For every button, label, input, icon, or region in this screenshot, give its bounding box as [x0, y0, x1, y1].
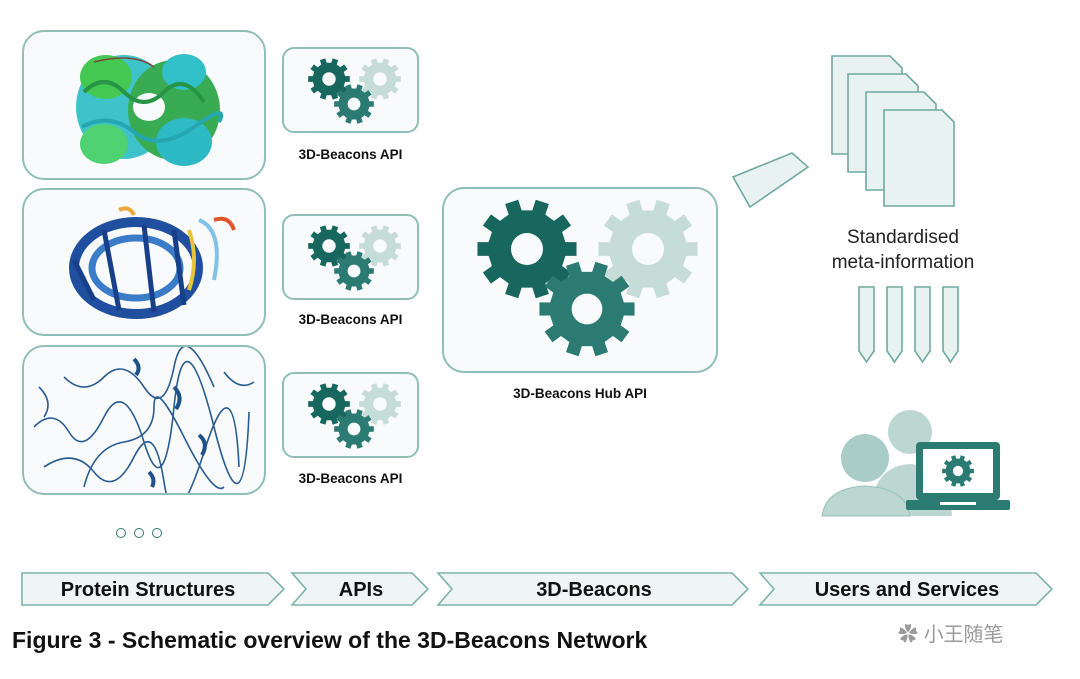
gears-icon	[308, 58, 401, 124]
more-indicator	[116, 528, 176, 540]
stage-arrow-2	[290, 572, 430, 606]
gears-icon	[308, 383, 401, 449]
meta-line-2: meta-information	[831, 252, 975, 273]
protein-panel-2	[22, 188, 266, 336]
protein-structure-icon	[69, 206, 236, 319]
api-box-3	[282, 372, 419, 458]
dot	[134, 528, 144, 538]
stage-label-3d-beacons: 3D-Beacons	[536, 579, 652, 601]
meta-label: Standardised meta-information	[808, 225, 998, 275]
gear-light-icon	[359, 383, 401, 425]
protein-structure-icon	[76, 54, 224, 166]
arrow-right-icon	[731, 152, 810, 209]
api-box-1	[282, 47, 419, 133]
protein-panel-1	[22, 30, 266, 180]
api-caption-1: 3D-Beacons API	[298, 147, 403, 162]
gears-icon	[477, 199, 698, 357]
protein-panel-3	[22, 345, 266, 495]
figure-title: Figure 3 - Schematic overview of the 3D-…	[12, 627, 648, 653]
stage-arrow-4	[758, 572, 1054, 606]
gear-dark-icon	[308, 225, 350, 267]
api-box-2	[282, 214, 419, 300]
hub-box	[442, 187, 718, 373]
stage-arrows	[21, 572, 1054, 606]
gear-light-icon	[359, 225, 401, 267]
gear-dark-icon	[308, 383, 350, 425]
down-arrows-icon	[858, 286, 959, 364]
api-caption-2: 3D-Beacons API	[298, 312, 403, 327]
stage-label-users-services: Users and Services	[814, 579, 1000, 601]
stage-label-protein-structures: Protein Structures	[60, 579, 236, 601]
documents-icon	[831, 55, 955, 207]
gear-mid-icon	[539, 261, 635, 357]
gear-dark-icon	[477, 199, 577, 299]
watermark: ✿ 小王随笔	[898, 618, 1004, 647]
protein-structure-icon	[33, 347, 255, 493]
gear-mid-icon	[334, 251, 374, 291]
meta-line-1: Standardised	[847, 227, 959, 248]
stage-label-apis: APIs	[338, 579, 384, 601]
gear-icon	[942, 455, 974, 487]
stage-arrow-1	[21, 572, 286, 606]
wechat-icon: ✿	[898, 624, 924, 646]
gears-icon	[308, 225, 401, 291]
gear-light-icon	[359, 58, 401, 100]
stage-arrow-3	[436, 572, 750, 606]
watermark-text: 小王随笔	[923, 624, 1004, 646]
gear-dark-icon	[308, 58, 350, 100]
users-laptop-icon	[821, 410, 1010, 517]
gear-mid-icon	[334, 84, 374, 124]
dot	[152, 528, 162, 538]
hub-caption: 3D-Beacons Hub API	[513, 386, 647, 401]
gear-mid-icon	[334, 409, 374, 449]
gear-light-icon	[598, 199, 698, 299]
api-caption-3: 3D-Beacons API	[298, 471, 403, 486]
dot	[116, 528, 126, 538]
